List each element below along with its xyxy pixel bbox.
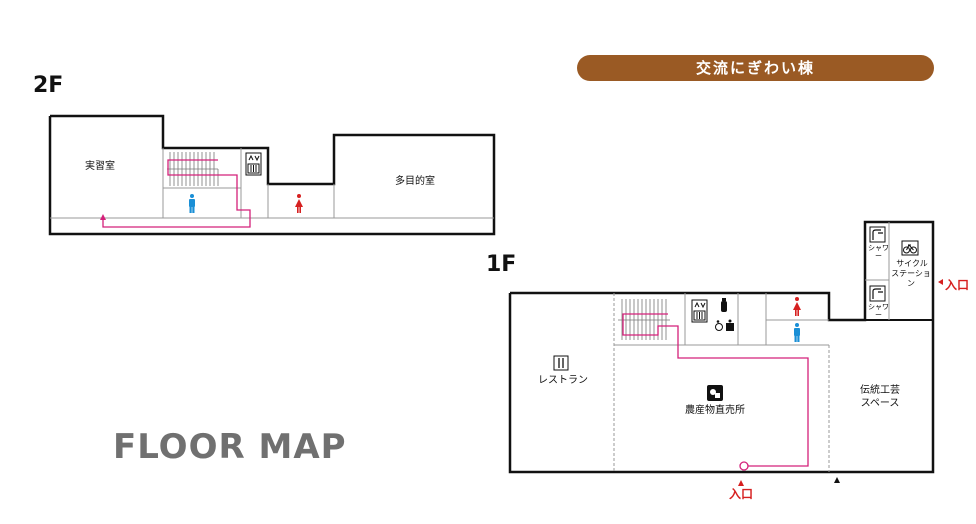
restaurant-icon <box>553 355 569 371</box>
room-restaurant: レストラン <box>538 375 588 386</box>
bicycle-icon <box>901 240 919 256</box>
floor-2f-plan <box>48 114 496 236</box>
shop-icon <box>707 385 723 401</box>
route-1f <box>622 313 809 467</box>
room-shower-lower: シャワー <box>868 303 889 319</box>
route-1f-start <box>739 461 749 471</box>
entrance-arrow-south <box>738 480 744 486</box>
building-banner: 交流にぎわい棟 <box>577 55 934 81</box>
entrance-south: 入口 <box>729 487 754 501</box>
room-cycle-line1: サイクル <box>896 259 928 268</box>
floor-label-2f: 2F <box>33 73 64 98</box>
female-restroom-icon <box>793 297 801 316</box>
baby-care-icon <box>721 298 727 312</box>
shower-icon <box>869 226 886 243</box>
room-farm-shop: 農産物直売所 <box>685 405 745 416</box>
accessible-restroom-icon <box>715 319 734 331</box>
shower-icon <box>869 285 886 302</box>
map-title: FLOOR MAP <box>113 427 347 467</box>
entrance-east: 入口 <box>945 278 970 292</box>
room-shower-upper: シャワー <box>868 244 889 260</box>
male-restroom-icon <box>794 323 800 342</box>
room-craft-line2: スペース <box>860 398 900 409</box>
room-craft-line1: 伝統工芸 <box>860 385 900 396</box>
route-2f-arrow <box>100 214 106 220</box>
route-2f <box>102 159 251 228</box>
floor-label-1f: 1F <box>486 252 517 277</box>
elevator-icon <box>245 152 262 176</box>
room-training: 実習室 <box>85 161 115 172</box>
room-multipurpose: 多目的室 <box>395 176 435 187</box>
male-restroom-icon <box>189 194 195 213</box>
floor-1f-plan <box>508 220 935 474</box>
elevator-icon <box>691 299 708 323</box>
female-restroom-icon <box>295 194 303 213</box>
secondary-entrance-marker <box>834 477 840 483</box>
entrance-arrow-east <box>938 279 943 285</box>
room-cycle-line2: ステーション <box>891 269 931 288</box>
